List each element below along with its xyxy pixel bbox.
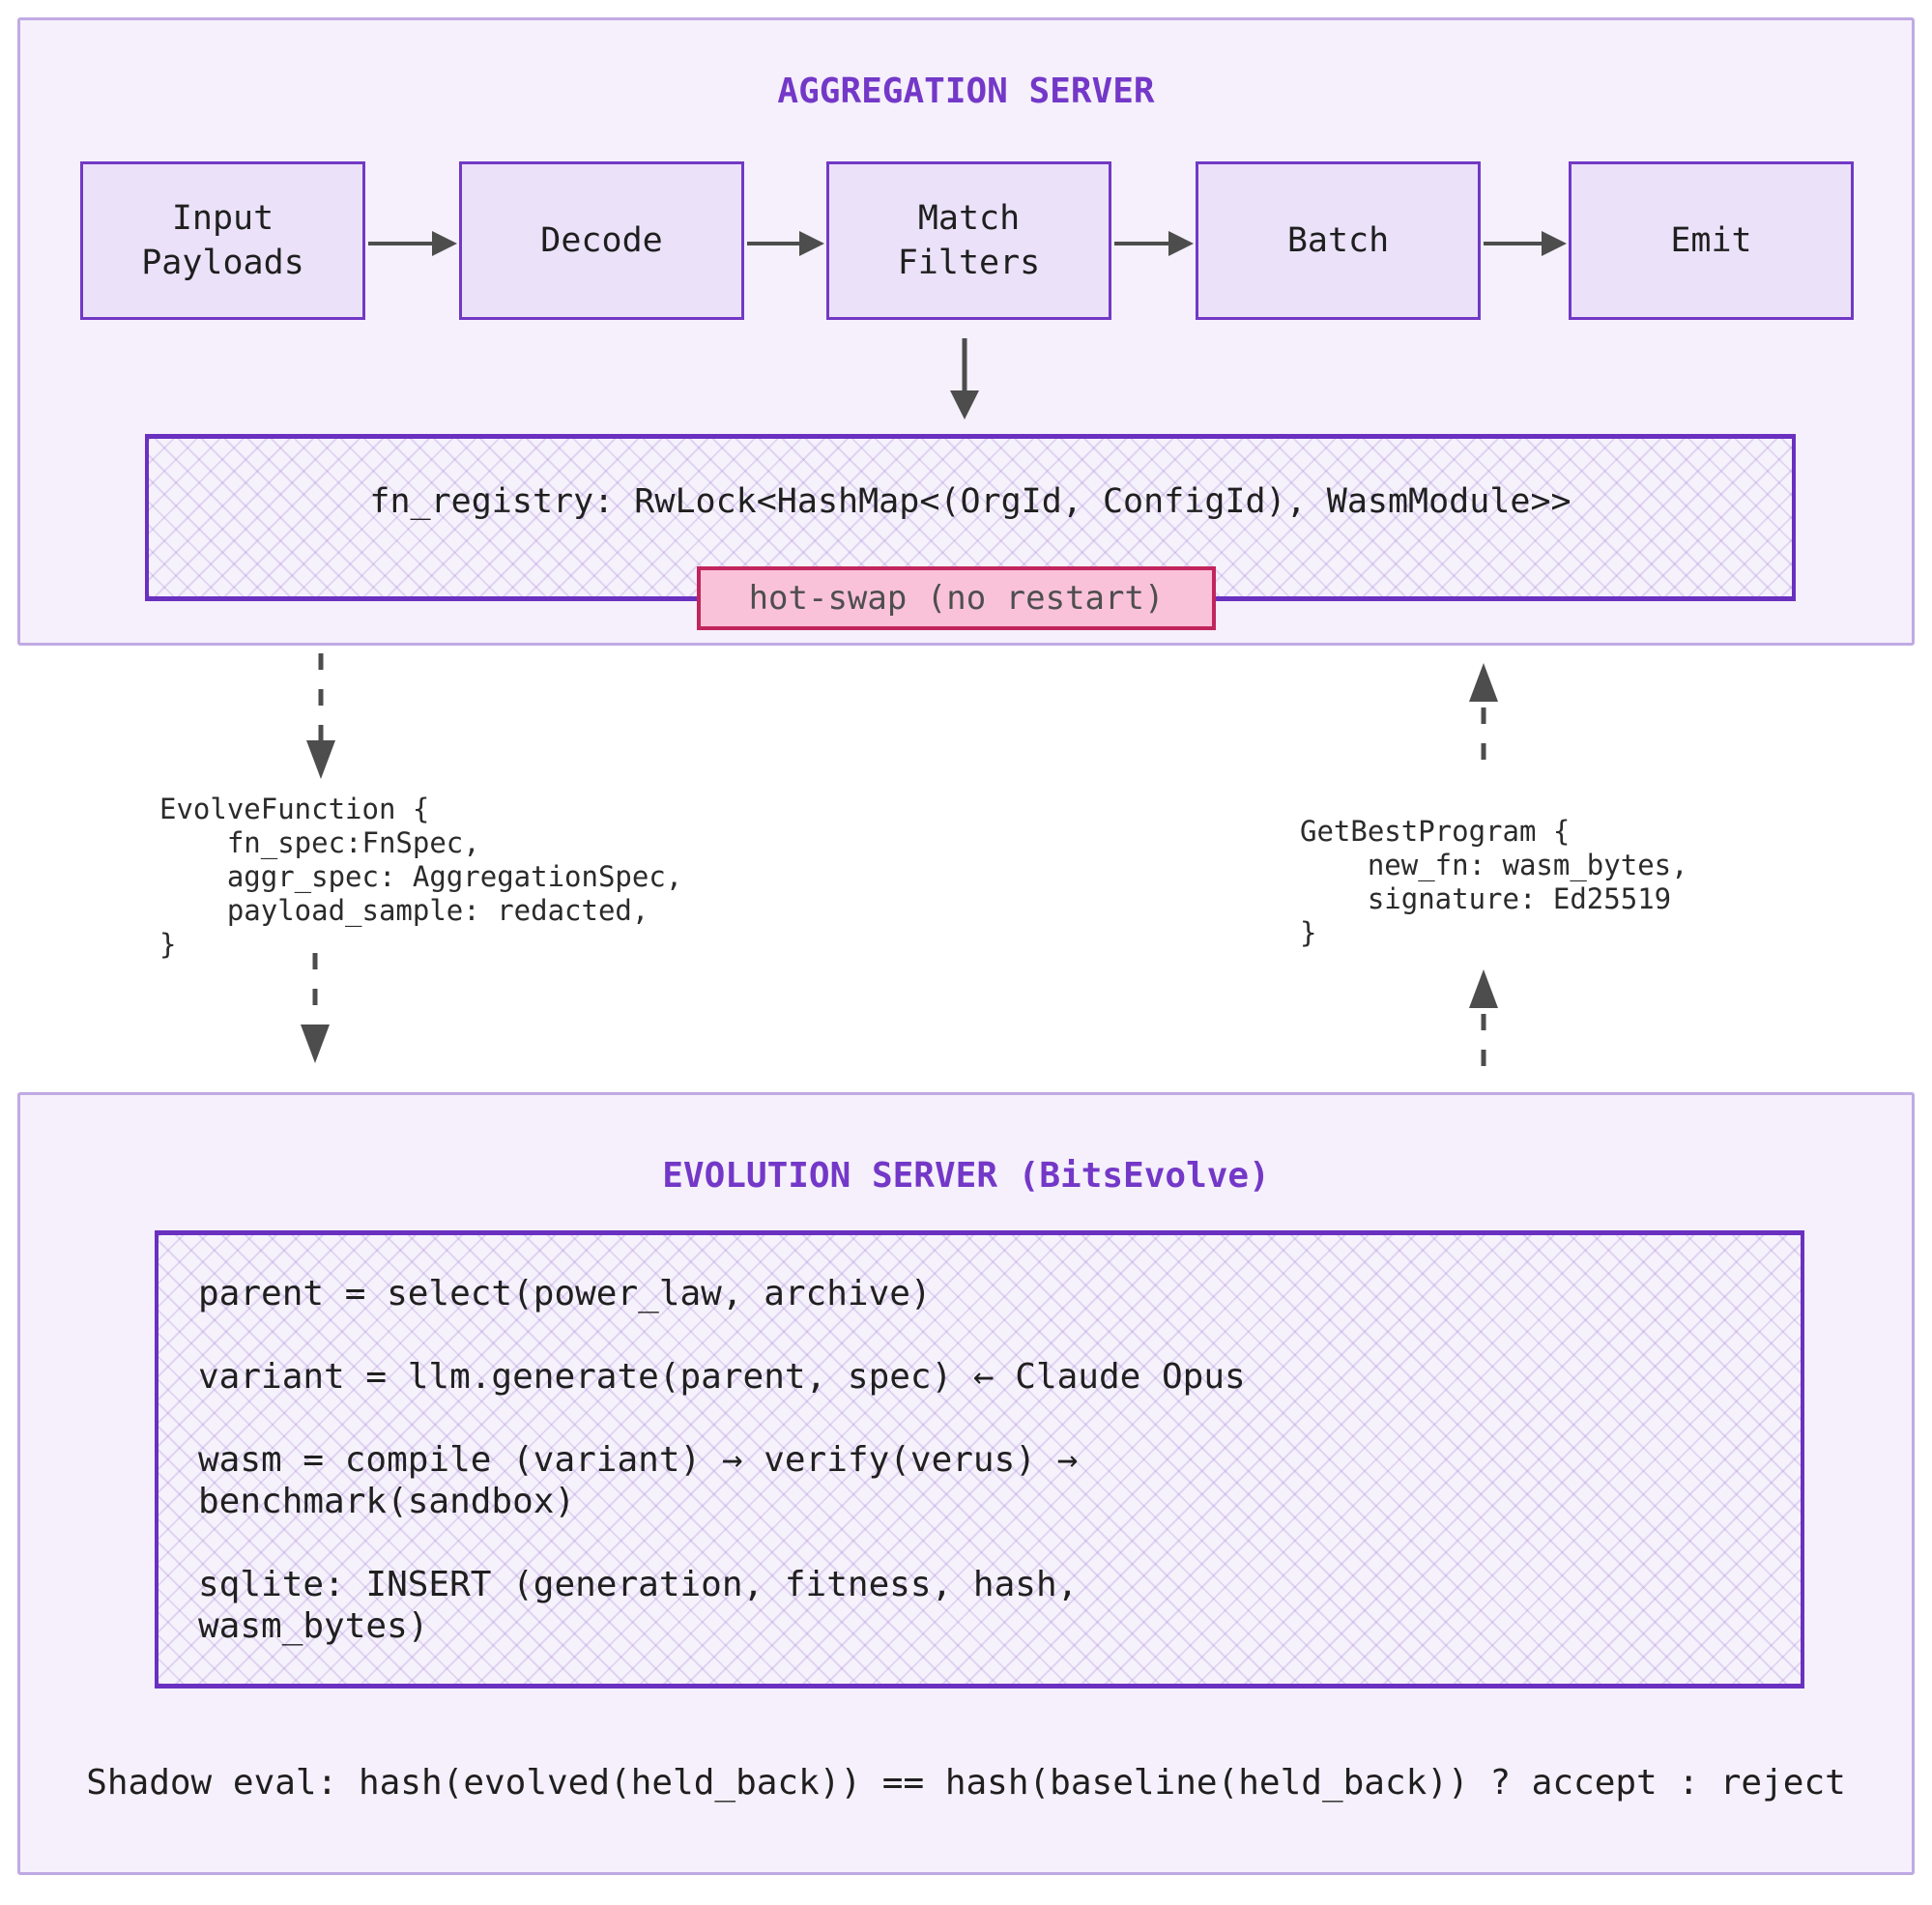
aggregation-server-title: AGGREGATION SERVER [777,72,1155,111]
node-emit: Emit [1569,161,1854,320]
evolution-server-title: EVOLUTION SERVER (BitsEvolve) [662,1156,1270,1196]
arrow-evolution-to-getbestprogram [1469,969,1498,1081]
evolution-loop-code: parent = select(power_law, archive) vari… [198,1274,1246,1646]
arrow-getbestprogram-to-aggregation [1469,663,1498,775]
hot-swap-badge: hot-swap (no restart) [697,566,1216,630]
get-best-program-message: GetBestProgram { new_fn: wasm_bytes, sig… [1300,815,1688,949]
arrow-evolvefunction-to-evolution [301,953,330,1063]
node-input-payloads: Input Payloads [80,161,365,320]
evolve-function-message: EvolveFunction { fn_spec:FnSpec, aggr_sp… [159,793,683,961]
node-batch: Batch [1196,161,1481,320]
arrow-aggregation-to-evolvefunction [306,653,335,779]
fn-registry-code: fn_registry: RwLock<HashMap<(OrgId, Conf… [369,481,1572,521]
node-decode: Decode [459,161,744,320]
evolution-loop-box [155,1230,1804,1689]
node-match-filters: Match Filters [826,161,1111,320]
shadow-eval-note: Shadow eval: hash(evolved(held_back)) ==… [86,1763,1846,1803]
